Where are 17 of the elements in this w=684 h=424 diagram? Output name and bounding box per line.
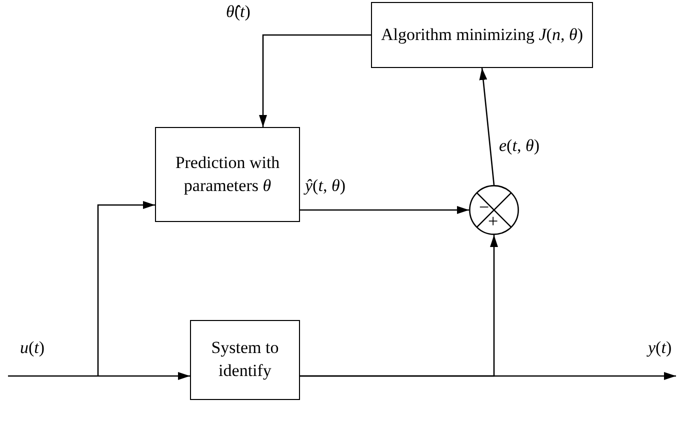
arrow: [300, 235, 498, 377]
edge-label: ŷ(t, θ): [305, 176, 346, 196]
arrow: [8, 372, 190, 380]
process-box: Algorithm minimizing J(n, θ): [371, 2, 593, 68]
sign-label: −: [479, 198, 490, 216]
arrow: [300, 206, 469, 214]
edge-label: u(t): [20, 338, 45, 358]
edge-label: θ̂(t): [226, 2, 250, 22]
sign-label: +: [488, 212, 498, 230]
process-box: System to identify: [190, 320, 300, 400]
edge-label: e(t, θ): [499, 136, 540, 156]
arrow: [479, 68, 495, 186]
arrow: [97, 201, 155, 376]
process-box: Prediction with parameters θ: [155, 127, 300, 222]
arrow: [259, 34, 371, 127]
edge-label: y(t): [648, 338, 672, 358]
summing-junction: [469, 185, 519, 235]
